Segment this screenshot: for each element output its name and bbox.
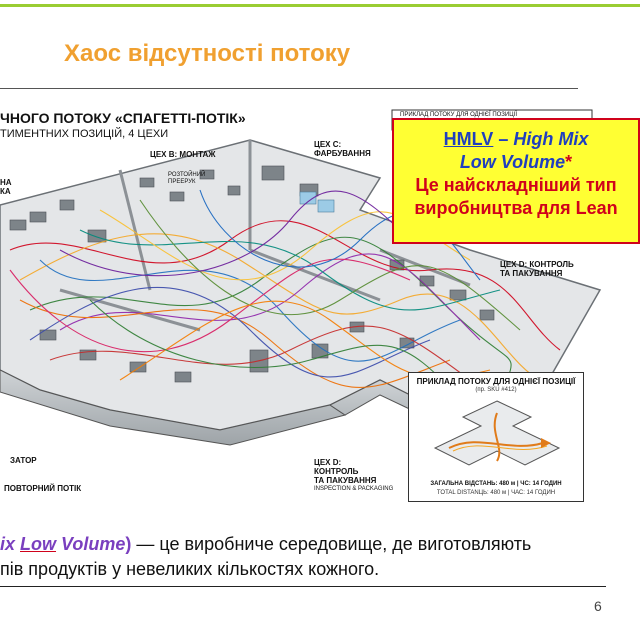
shop-c-line2: ФАРБУВАННЯ xyxy=(314,149,371,158)
callout-low-volume: Low Volume xyxy=(459,152,566,172)
zone-label-jam: ЗАТОР xyxy=(10,456,37,465)
callout-high-mix: High Mix xyxy=(513,129,589,149)
definition-frag-lead: ix xyxy=(0,534,21,554)
paint-booths xyxy=(299,191,335,213)
definition-frag-paren: ) xyxy=(125,534,132,554)
break-line2: ПРЕЕРУК xyxy=(168,179,196,185)
callout-line3: Це найскладніший тип xyxy=(415,175,617,195)
single-item-flow-inset: ПРИКЛАД ПОТОКУ ДЛЯ ОДНІЄЇ ПОЗИЦІЇ (пр. S… xyxy=(408,372,584,502)
bottom-divider xyxy=(0,586,606,587)
inset-distance-label-en: TOTAL DISTANЦЬ: 480 м | ЧАС: 14 ГОДИН xyxy=(436,490,556,496)
shop-d-top-line1: ЦЕХ D: КОНТРОЛЬ xyxy=(500,260,574,269)
page-number: 6 xyxy=(594,598,602,614)
break-line1: РОЗТОЙНИЙ xyxy=(168,172,206,178)
shop-d-bottom-line2: КОНТРОЛЬ xyxy=(314,467,359,476)
illustration-subheading: ТИМЕНТНИХ ПОЗИЦІЙ, 4 ЦЕХИ xyxy=(0,128,169,140)
shop-c-line1: ЦЕХ С: xyxy=(314,140,342,149)
shop-d-bottom-line4: INSPECTION & PACKAGING xyxy=(314,486,394,492)
definition-frag-volume: Volume xyxy=(56,534,126,554)
definition-frag-low: Low xyxy=(20,534,57,554)
callout-line2: Low Volume* xyxy=(394,151,638,174)
zone-label-top-right-box: ПРИКЛАД ПОТОКУ ДЛЯ ОДНІЄЇ ПОЗИЦІЇ xyxy=(400,112,518,118)
zone-label-shop-d-top: ЦЕХ D: КОНТРОЛЬ ТА ПАКУВАННЯ xyxy=(500,260,574,278)
zone-label-left: НА КА xyxy=(0,178,12,196)
illustration-heading: ЧНОГО ПОТОКУ «СПАГЕТТІ-ПОТІК» xyxy=(0,110,246,126)
callout-line4: виробництва для Lean xyxy=(414,198,618,218)
top-accent-rule xyxy=(0,4,640,7)
shop-d-bottom-line1: ЦЕХ D: xyxy=(314,458,342,467)
definition-highlight: ix Low Volume) xyxy=(0,534,131,554)
factory-illustration: ПРИКЛАД ПОТОКУ ДЛЯ ОДНІЄЇ ПОЗИЦІЇ (пр. S… xyxy=(0,100,640,510)
zone-left-line2: КА xyxy=(0,187,11,196)
hmlv-callout: HMLV – High Mix Low Volume* Це найскладн… xyxy=(392,118,640,244)
inset-title: ПРИКЛАД ПОТОКУ ДЛЯ ОДНІЄЇ ПОЗИЦІЇ xyxy=(416,377,576,386)
definition-text: ix Low Volume) — це виробниче середовище… xyxy=(0,532,531,582)
title-divider xyxy=(0,88,578,89)
zone-label-break: РОЗТОЙНИЙ ПРЕЕРУК xyxy=(168,172,205,186)
zone-label-shop-d-bottom: ЦЕХ D: КОНТРОЛЬ ТА ПАКУВАННЯ INSPECTION … xyxy=(314,458,393,494)
cross-flow-diagram xyxy=(433,400,561,466)
callout-asterisk: * xyxy=(565,152,573,172)
inset-subtitle: (пр. SKU #412) xyxy=(475,387,517,393)
shop-d-top-line2: ТА ПАКУВАННЯ xyxy=(500,269,563,278)
definition-line1-rest: — це виробниче середовище, де виготовляю… xyxy=(131,534,532,554)
zone-label-shop-c: ЦЕХ С: ФАРБУВАННЯ xyxy=(314,140,371,158)
shop-d-bottom-line3: ТА ПАКУВАННЯ xyxy=(314,476,377,485)
slide-title: Хаос відсутності потоку xyxy=(64,40,351,67)
callout-line1: HMLV – High Mix xyxy=(394,128,638,151)
zone-label-rework: ПОВТОРНИЙ ПОТІК xyxy=(4,484,82,493)
callout-dash: – xyxy=(493,129,514,149)
zone-label-shop-b: ЦЕХ В: МОНТАЖ xyxy=(150,150,216,159)
zone-left-line1: НА xyxy=(0,178,12,187)
definition-line2: пів продуктів у невеликих кількостях кож… xyxy=(0,559,380,579)
callout-acronym: HMLV xyxy=(443,129,494,149)
spaghetti-flow-lines xyxy=(9,189,561,401)
inset-distance-label: ЗАГАЛЬНА ВІДСТАНЬ: 480 м | ЧС: 14 ГОДИН xyxy=(430,481,562,487)
